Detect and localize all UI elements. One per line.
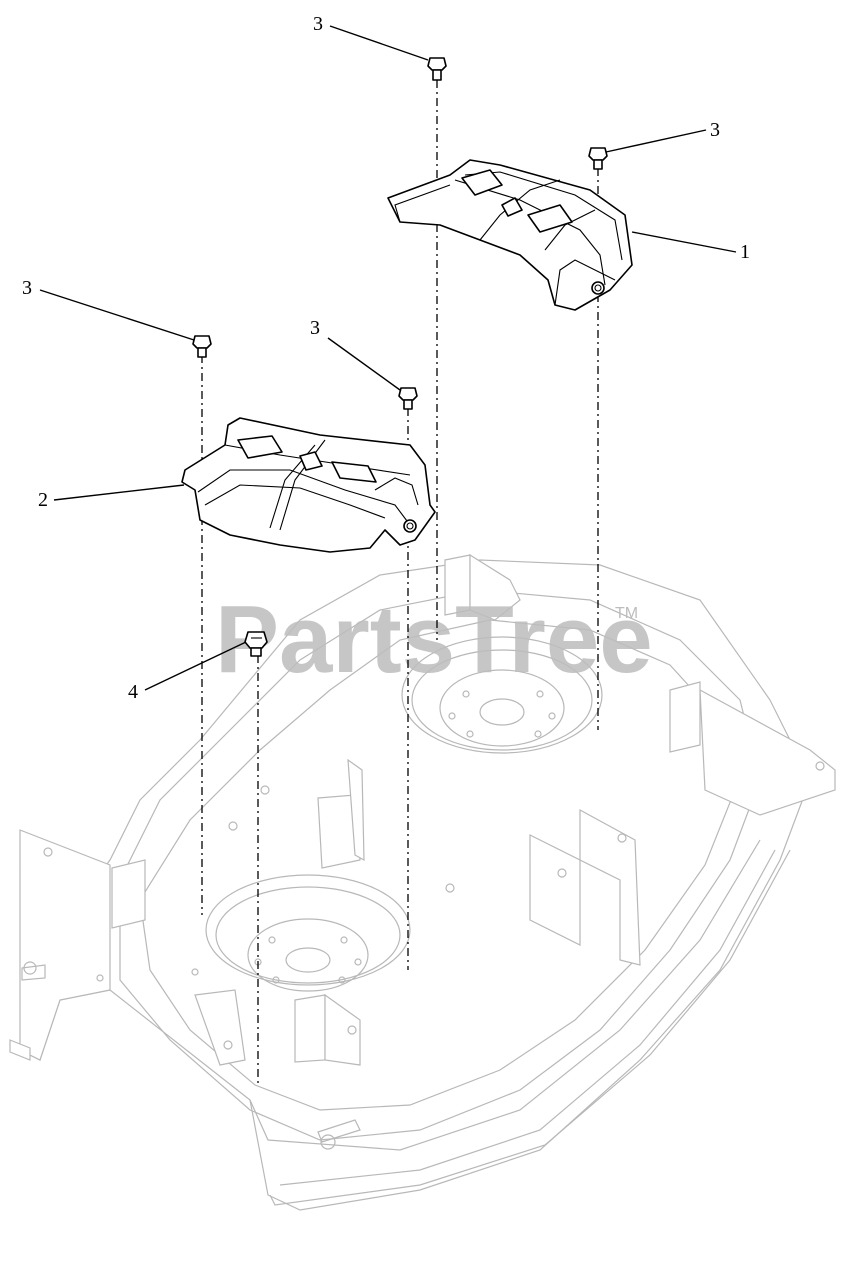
bolt-center bbox=[398, 387, 418, 410]
watermark: PartsTree TM bbox=[215, 586, 653, 693]
callout-labels: 3 3 1 3 3 2 4 bbox=[22, 13, 750, 703]
callout-bolt-top-right: 3 bbox=[710, 119, 720, 141]
leader-lines bbox=[39, 25, 737, 691]
callout-bolt-left: 3 bbox=[22, 277, 32, 299]
bolt-top-right bbox=[588, 147, 608, 170]
bolt-top-center bbox=[427, 57, 447, 81]
spindle-cover-upper bbox=[387, 159, 633, 311]
callout-spindle-cover-upper: 1 bbox=[740, 241, 750, 263]
bolt-left bbox=[192, 335, 212, 358]
callout-bolt-top-center: 3 bbox=[313, 13, 323, 35]
mower-deck bbox=[9, 553, 836, 1211]
watermark-brand: PartsTree bbox=[215, 586, 653, 693]
callout-bolt-center: 3 bbox=[310, 317, 320, 339]
callout-spindle-cover-lower: 2 bbox=[38, 489, 48, 511]
callout-flange-nut: 4 bbox=[128, 681, 138, 703]
spindle-cover-lower bbox=[181, 417, 436, 553]
watermark-trademark: TM bbox=[615, 605, 638, 622]
